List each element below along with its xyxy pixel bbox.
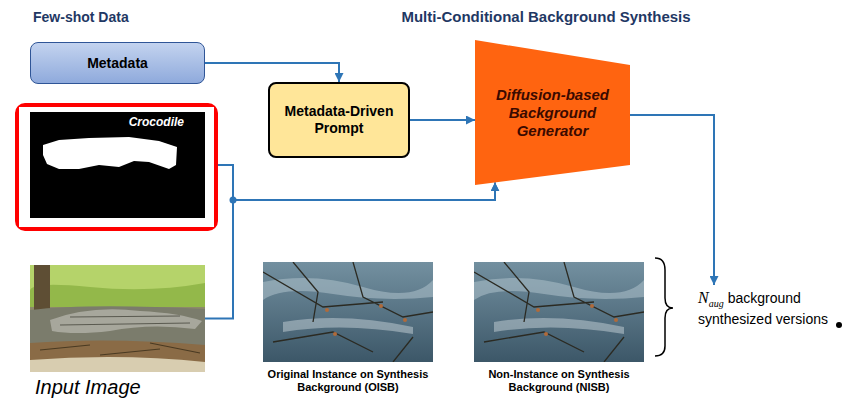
- synthesis-photo: Non-Instance on Synthesis Background (NI…: [474, 262, 644, 362]
- image-caption: Original Instance on Synthesis Backgroun…: [258, 368, 438, 394]
- class-label: Crocodile: [129, 115, 184, 129]
- generator-trapezoid: Diffusion-based Background Generator: [475, 40, 630, 185]
- image-caption: Input Image: [35, 376, 141, 399]
- synthesis-photo: Original Instance on Synthesis Backgroun…: [263, 262, 433, 362]
- image-caption: Non-Instance on Synthesis Background (NI…: [469, 368, 649, 394]
- note-block: Naugbackground synthesized versions: [698, 288, 832, 329]
- prompt-box: Metadata-Driven Prompt: [268, 82, 410, 158]
- panel-title: Multi-Conditional Background Synthesis: [255, 8, 837, 25]
- box-label: Metadata-Driven Prompt: [279, 103, 399, 137]
- junction-dot: [230, 197, 237, 204]
- box-label: Metadata: [87, 55, 148, 72]
- picture: [19, 107, 214, 227]
- output-band: Naugbackground synthesized versionsInput…: [20, 240, 837, 410]
- math-symbol: N: [698, 289, 709, 306]
- data-panel: Few-shot DataMetadataCrocodile: [15, 0, 217, 238]
- input-photo: Input Image: [30, 265, 205, 372]
- picture: [263, 262, 433, 362]
- trapezoid-outline: [475, 40, 630, 185]
- mask-image: Crocodile: [15, 103, 218, 231]
- picture: [474, 262, 644, 362]
- generator-label: Diffusion-based Background Generator: [487, 86, 619, 140]
- synthesis-panel: Multi-Conditional Background SynthesisMe…: [255, 0, 837, 228]
- panel-title: Few-shot Data: [33, 9, 129, 25]
- picture: [30, 265, 205, 372]
- math-subscript: aug: [709, 298, 724, 309]
- metadata-box: Metadata: [30, 42, 205, 84]
